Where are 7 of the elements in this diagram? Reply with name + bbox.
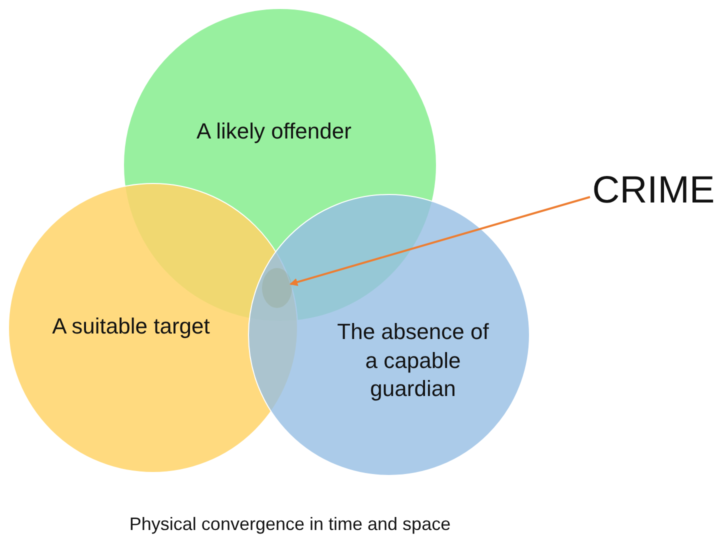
circle-label: A likely offender xyxy=(196,118,352,146)
leader-arrow xyxy=(290,196,590,286)
caption: Physical convergence in time and space xyxy=(128,514,452,535)
intersection-region xyxy=(262,268,292,308)
circle-label: A suitable target xyxy=(51,312,211,341)
crime-label: CRIME xyxy=(592,166,715,216)
circle-label: The absence of a capable guardian xyxy=(336,318,490,404)
